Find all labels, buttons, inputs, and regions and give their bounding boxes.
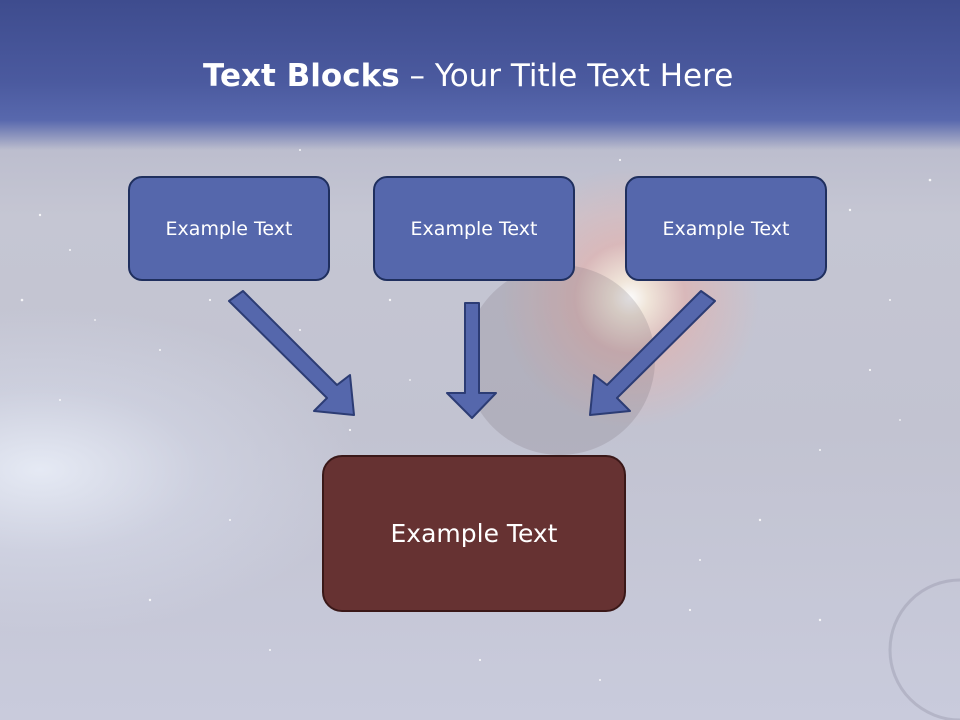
text-block-right[interactable]: Example Text — [625, 176, 827, 281]
text-block-right-label: Example Text — [662, 217, 790, 240]
title-bold-part: Text Blocks — [203, 58, 400, 94]
text-block-center[interactable]: Example Text — [373, 176, 575, 281]
planet-edge-shape — [888, 578, 960, 720]
text-block-bottom[interactable]: Example Text — [322, 455, 626, 612]
text-block-left[interactable]: Example Text — [128, 176, 330, 281]
title-separator: – — [399, 58, 435, 94]
text-block-center-label: Example Text — [410, 217, 538, 240]
title-bar — [0, 0, 960, 150]
arrow-right-diagonal — [589, 290, 716, 416]
title-rest-part: Your Title Text Here — [434, 58, 734, 94]
star-field — [20, 149, 932, 681]
arrow-center-down — [446, 302, 497, 419]
slide-title: Text Blocks – Your Title Text Here — [203, 52, 733, 100]
arrow-left-diagonal — [228, 290, 355, 416]
text-block-left-label: Example Text — [165, 217, 293, 240]
text-block-bottom-label: Example Text — [390, 519, 558, 548]
